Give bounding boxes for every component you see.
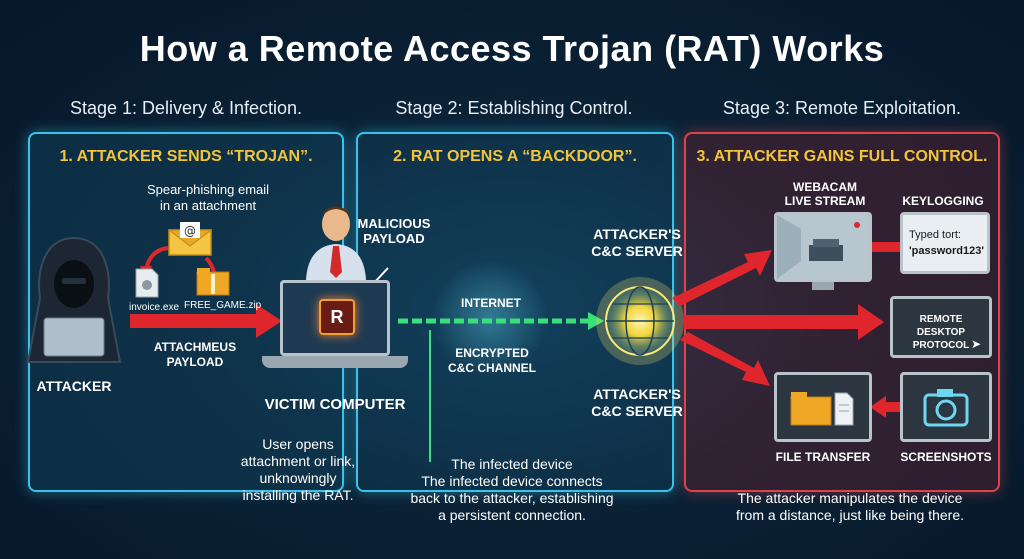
cc-channel-arrow — [398, 312, 604, 330]
internet-glow — [432, 260, 548, 376]
payload-arrow-label: ATTACHMEUS PAYLOAD — [153, 340, 237, 369]
stage-1-panel-title: 1. ATTACKER SENDS “TROJAN”. — [59, 148, 313, 165]
webcam-keylog-connector — [872, 242, 902, 252]
file-transfer-label: FILE TRANSFER — [775, 450, 871, 464]
page-title: How a Remote Access Trojan (RAT) Works — [139, 28, 885, 69]
stage-2-panel-title: 2. RAT OPENS A “BACKDOOR”. — [393, 148, 637, 165]
file-icon — [134, 268, 160, 298]
keyboard-icon: Typed tort: 'password123' — [900, 212, 990, 274]
webcam-label: WEBACAM LIVE STREAM — [784, 180, 866, 208]
keylog-text: Typed tort: — [909, 229, 961, 241]
rat-chip-icon: R — [319, 299, 355, 335]
camera-icon — [923, 389, 969, 427]
stage-2-desc: The infected device The infected device … — [410, 456, 614, 523]
attacker-label: ATTACKER — [36, 378, 112, 394]
hooded-attacker-icon — [18, 232, 130, 372]
webcam-arrow — [672, 250, 772, 306]
victim-laptop-base — [262, 356, 408, 368]
internet-label: INTERNET — [461, 296, 521, 310]
channel-label: ENCRYPTED C&C CHANNEL — [448, 346, 536, 375]
server-label-bottom: ATTACKER'S C&C SERVER — [591, 386, 683, 419]
victim-laptop-screen: R — [280, 280, 390, 356]
email-icon: @ — [168, 222, 212, 256]
screenshots-arrow — [870, 396, 900, 418]
stage-3-heading: Stage 3: Remote Exploitation. — [722, 98, 962, 118]
email-zip-arrow — [204, 256, 216, 273]
file-transfer-arrow — [680, 332, 770, 386]
stage-1-heading: Stage 1: Delivery & Infection. — [69, 98, 303, 118]
file-label-exe: invoice.exe — [128, 302, 180, 313]
folder-icon — [790, 392, 854, 426]
victim-desc: User opens attachment or link, unknowing… — [240, 436, 356, 503]
webcam-stand — [812, 282, 834, 290]
webcam-icon — [774, 212, 872, 282]
cursor-icon: ➤ — [971, 337, 982, 351]
screenshots-screen — [900, 372, 992, 442]
email-note: Spear-phishing email in an attachment — [146, 182, 270, 213]
rdp-label: REMOTE DESKTOP PROTOCOL — [912, 314, 970, 351]
svg-text:@: @ — [184, 224, 196, 238]
rdp-screen: REMOTE DESKTOP PROTOCOL ➤ — [890, 296, 992, 358]
stage-3-panel-title: 3. ATTACKER GAINS FULL CONTROL. — [696, 148, 988, 165]
stage-2-heading: Stage 2: Establishing Control. — [395, 98, 633, 118]
payload-arrow — [130, 304, 282, 338]
victim-label: VICTIM COMPUTER — [264, 396, 406, 413]
keylog-label: KEYLOGGING — [902, 194, 984, 208]
stage-3-desc: The attacker manipulates the device from… — [735, 490, 964, 523]
zip-folder-icon — [196, 266, 230, 296]
rdp-arrow — [684, 304, 884, 340]
keylog-value: 'password123' — [909, 245, 984, 257]
file-label-zip: FREE_GAME.zip — [184, 300, 262, 311]
screenshots-label: SCREENSHOTS — [900, 450, 992, 464]
server-label-top: ATTACKER'S C&C SERVER — [591, 226, 683, 259]
globe-icon — [596, 277, 684, 365]
payload-label: MALICIOUS PAYLOAD — [357, 216, 431, 246]
victim-person-icon — [300, 200, 372, 280]
file-transfer-screen — [774, 372, 872, 442]
